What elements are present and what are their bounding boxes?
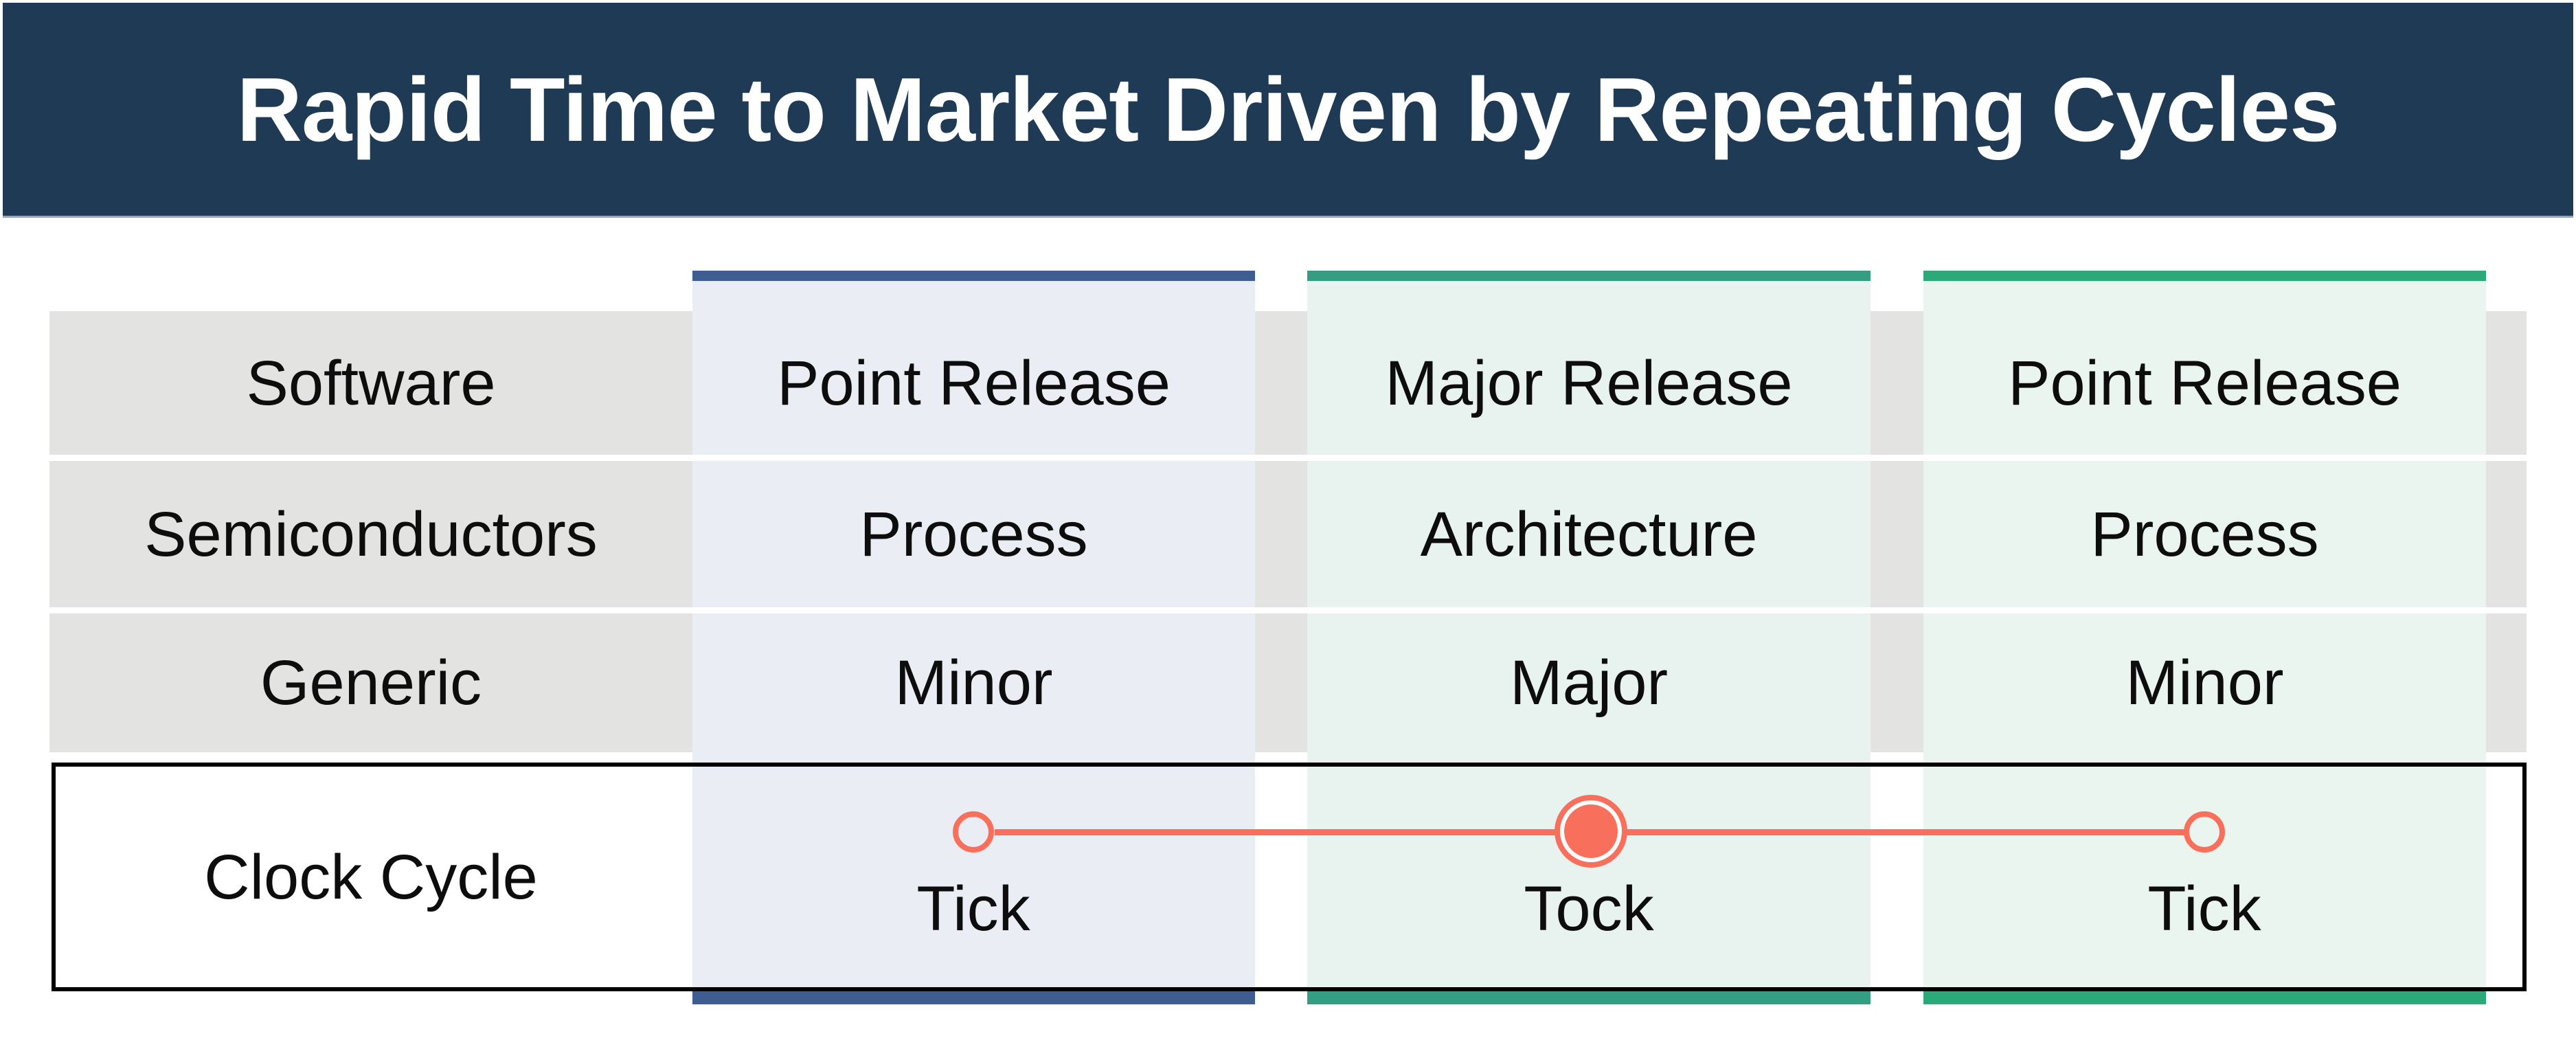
- clock-cycle-box: [52, 763, 2527, 991]
- cell-generic-col1: Minor: [894, 648, 1053, 718]
- column1-panel-software: [692, 281, 1255, 455]
- column2-top-accent-bar: [1307, 271, 1871, 281]
- cell-software-col1: Point Release: [777, 348, 1171, 418]
- column1-panel-semiconductors: [692, 461, 1255, 607]
- tick-label-1: Tick: [916, 874, 1030, 944]
- column3-top-accent-bar: [1923, 271, 2486, 281]
- tock-marker-icon: [1555, 795, 1627, 868]
- column2-bottom-accent-bar: [1307, 991, 1871, 1004]
- column2-panel-semiconductors: [1307, 461, 1871, 607]
- page-title: Rapid Time to Market Driven by Repeating…: [236, 58, 2340, 160]
- tock-marker-core: [1564, 804, 1618, 858]
- cell-software-col2: Major Release: [1385, 348, 1793, 418]
- column1-top-accent-bar: [692, 271, 1255, 281]
- cell-generic-col2: Major: [1509, 648, 1669, 718]
- column3-panel-semiconductors: [1923, 461, 2486, 607]
- tock-label: Tock: [1524, 874, 1654, 944]
- tick-marker-icon-2: [2184, 811, 2225, 853]
- title-banner: Rapid Time to Market Driven by Repeating…: [3, 3, 2573, 218]
- column3-panel-lower: [1923, 613, 2486, 987]
- cell-semiconductors-col2: Architecture: [1420, 499, 1758, 569]
- tick-marker-icon-1: [953, 811, 994, 853]
- row-label-semiconductors: Semiconductors: [144, 499, 598, 569]
- column3-bottom-accent-bar: [1923, 991, 2486, 1004]
- column3-panel-software: [1923, 281, 2486, 455]
- cell-generic-col3: Minor: [2125, 648, 2284, 718]
- cell-software-col3: Point Release: [2008, 348, 2402, 418]
- row-label-software: Software: [246, 348, 496, 418]
- clock-cycle-label: Clock Cycle: [204, 842, 538, 912]
- cell-semiconductors-col3: Process: [2090, 499, 2319, 569]
- row-label-generic: Generic: [260, 648, 482, 718]
- tick-label-2: Tick: [2147, 874, 2261, 944]
- cell-semiconductors-col1: Process: [859, 499, 1088, 569]
- column2-panel-software: [1307, 281, 1871, 455]
- column1-bottom-accent-bar: [692, 991, 1255, 1004]
- column1-panel-lower: [692, 613, 1255, 987]
